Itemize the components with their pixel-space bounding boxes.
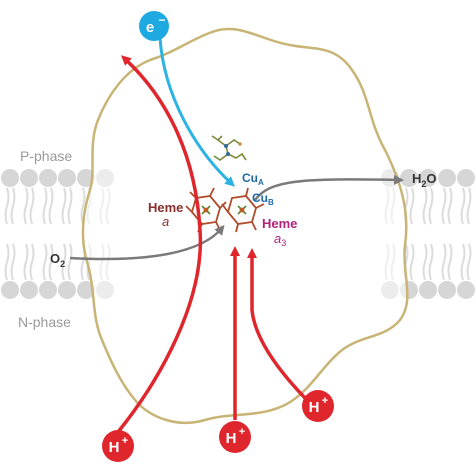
lipid-tail (61, 243, 67, 281)
lipid-head (1, 169, 19, 187)
lipid-tail (48, 187, 54, 225)
proton-badge-icon: H + (102, 430, 134, 462)
proton-charge: + (122, 435, 128, 447)
lipid-tail (409, 187, 415, 225)
lipid-tail (428, 187, 434, 225)
lipid-head (77, 281, 95, 299)
lipid-tail (67, 187, 73, 225)
lipid-tail (409, 243, 415, 281)
proton-label: H (109, 439, 120, 456)
lipid-head (457, 169, 475, 187)
heme-molecule-icon (221, 187, 265, 233)
lipid-head (438, 281, 456, 299)
lipid-tail (67, 243, 73, 281)
protein-outline (81, 27, 409, 424)
lipid-tail (23, 187, 29, 225)
cua-label: CuA (242, 171, 264, 187)
lipid-tail (4, 243, 10, 281)
electron-badge-icon: e − (139, 11, 169, 41)
water-label: H2O (412, 171, 437, 189)
lipid-tail (422, 187, 428, 225)
lipid-tail (460, 243, 466, 281)
lipid-tail (4, 187, 10, 225)
electron-label: e (146, 19, 154, 36)
lipid-tail (80, 187, 86, 225)
p-phase-label: P-phase (20, 148, 72, 164)
lipid-tail (42, 187, 48, 225)
lipid-tail (441, 243, 447, 281)
proton-charge: + (322, 395, 328, 407)
copper-center-icon (211, 135, 247, 161)
lipid-tail (61, 187, 67, 225)
lipid-tail (42, 243, 48, 281)
heme-a3-letter: a3 (274, 231, 286, 248)
lipid-tail (48, 243, 54, 281)
lipid-head (39, 281, 57, 299)
cub-label: CuB (252, 191, 274, 207)
lipid-tail (466, 243, 472, 281)
lipid-head (20, 169, 38, 187)
lipid-tail (10, 243, 16, 281)
substrate-proton-path-2 (247, 248, 307, 400)
n-phase-label: N-phase (18, 314, 71, 330)
lipid-tail (29, 243, 35, 281)
water-path (254, 174, 404, 201)
heme-a-label: Heme (148, 200, 183, 215)
proton-badge-icon: H + (219, 421, 251, 453)
lipid-head (39, 169, 57, 187)
lipid-head (419, 281, 437, 299)
heme-a-letter: a (162, 214, 169, 229)
lipid-tail (29, 187, 35, 225)
lipid-tail (428, 243, 434, 281)
lipid-head (20, 281, 38, 299)
lipid-head (58, 169, 76, 187)
lipid-head (457, 281, 475, 299)
lipid-tail (422, 243, 428, 281)
lipid-tail (447, 187, 453, 225)
lipid-head (1, 281, 19, 299)
proton-label: H (309, 399, 320, 416)
proton-label: H (226, 430, 237, 447)
lipid-head (58, 281, 76, 299)
lipid-tail (441, 187, 447, 225)
lipid-tail (466, 187, 472, 225)
lipid-head (438, 169, 456, 187)
lipid-tail (10, 187, 16, 225)
proton-charge: + (239, 426, 245, 438)
lipid-tail (23, 243, 29, 281)
oxygen-path (69, 224, 225, 261)
lipid-head (400, 169, 418, 187)
pumped-proton-path (116, 55, 203, 434)
electron-charge: − (158, 13, 165, 27)
proton-badge-icon: H + (302, 390, 334, 422)
oxygen-label: O2 (50, 251, 65, 269)
lipid-tail (447, 243, 453, 281)
heme-a3-label: Heme (262, 216, 297, 231)
electron-path (158, 37, 235, 187)
lipid-tail (460, 187, 466, 225)
lipid-head (419, 169, 437, 187)
